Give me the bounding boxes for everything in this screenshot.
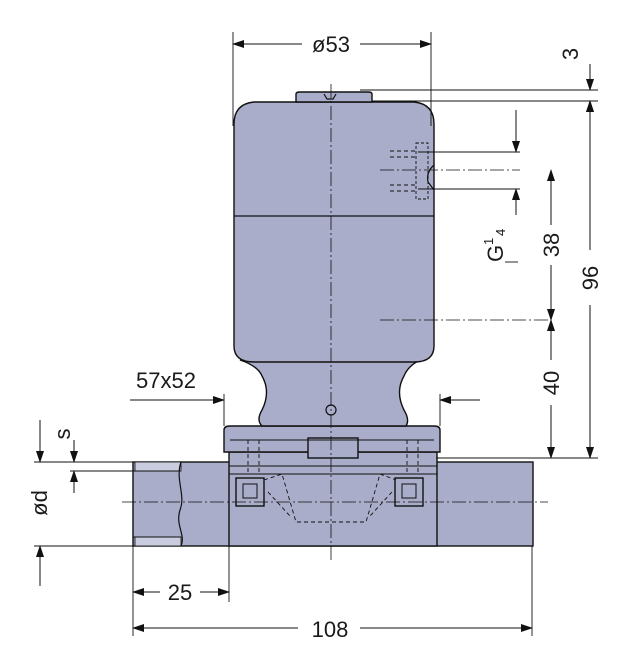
pipe-diameter-label: ød xyxy=(27,490,52,516)
port-thread-label: G 1 4 xyxy=(481,229,508,262)
port-thread-main: G xyxy=(483,245,508,262)
valve-actuator xyxy=(233,91,435,363)
dimension-lines xyxy=(36,40,594,632)
overall-length-label: 108 xyxy=(312,617,349,642)
overall-height-label: 96 xyxy=(578,266,603,290)
valve-lower-body xyxy=(228,451,438,547)
port-thread-den: 4 xyxy=(493,229,508,236)
valve-flange xyxy=(223,425,441,474)
wall-thickness-label: s xyxy=(50,429,75,440)
extension-lines xyxy=(34,32,598,636)
port-offset-label: 38 xyxy=(539,233,564,257)
port-thread-num: 1 xyxy=(481,238,496,245)
flange-size-label: 57x52 xyxy=(136,368,196,393)
centerlines xyxy=(122,84,548,560)
top-offset-label: 3 xyxy=(558,48,583,60)
pipe-stub-label: 25 xyxy=(168,580,192,605)
lower-height-label: 40 xyxy=(539,371,564,395)
valve-neck xyxy=(239,359,421,427)
top-diameter-label: ø53 xyxy=(312,32,350,57)
